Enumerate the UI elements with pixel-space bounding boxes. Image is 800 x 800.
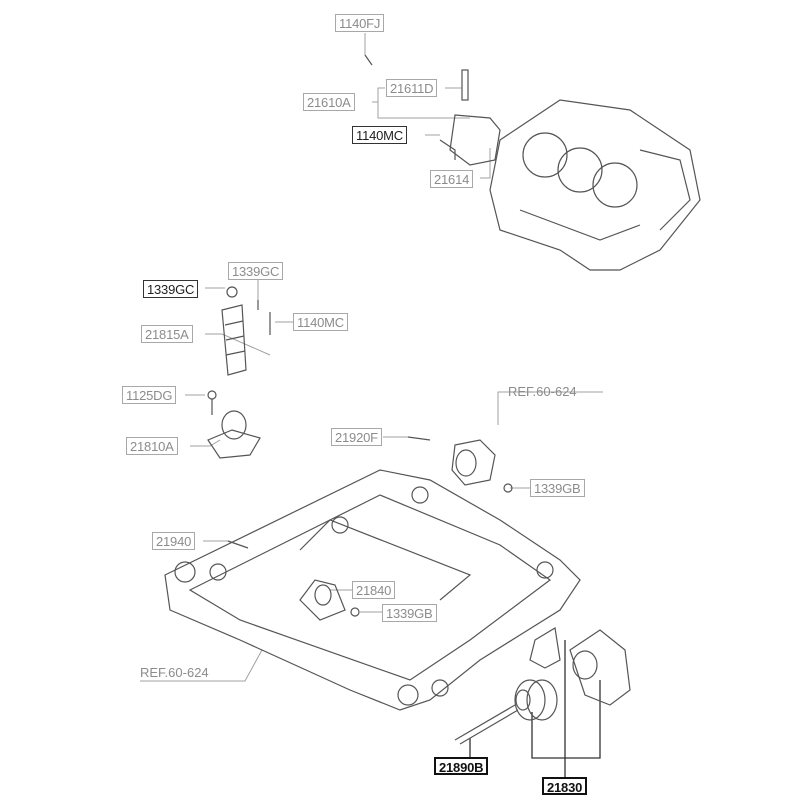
ref-top: REF.60-624 [508, 384, 577, 399]
label-1339gc-right: 1339GC [228, 262, 284, 280]
label-1339gb-right: 1339GB [530, 479, 585, 497]
mount-21840 [299, 579, 360, 621]
label-1140fj: 1140FJ [335, 14, 385, 32]
bracket-21610a [364, 54, 501, 166]
label-21920f: 21920F [331, 428, 382, 446]
mount-21830 [454, 627, 631, 745]
label-1125dg: 1125DG [122, 386, 177, 404]
mount-21810a [207, 410, 261, 459]
label-21614: 21614 [430, 170, 474, 188]
label-21840: 21840 [352, 581, 396, 599]
label-1140mc-top: 1140MC [352, 126, 407, 144]
ref-bottom: REF.60-624 [140, 665, 209, 680]
label-1140mc-mid: 1140MC [293, 313, 348, 331]
subframe [164, 469, 581, 711]
mount-21815a [207, 286, 271, 415]
label-21810a: 21810A [126, 437, 178, 455]
label-1339gc-left: 1339GC [143, 280, 199, 298]
label-21830: 21830 [542, 777, 588, 795]
mount-21920f [407, 436, 513, 493]
label-21610a: 21610A [303, 93, 355, 111]
engine-block [489, 99, 701, 271]
label-21815a: 21815A [141, 325, 193, 343]
label-21611d: 21611D [386, 79, 438, 97]
label-21890b: 21890B [434, 757, 489, 775]
label-1339gb-mid: 1339GB [382, 604, 437, 622]
label-21940: 21940 [152, 532, 196, 550]
